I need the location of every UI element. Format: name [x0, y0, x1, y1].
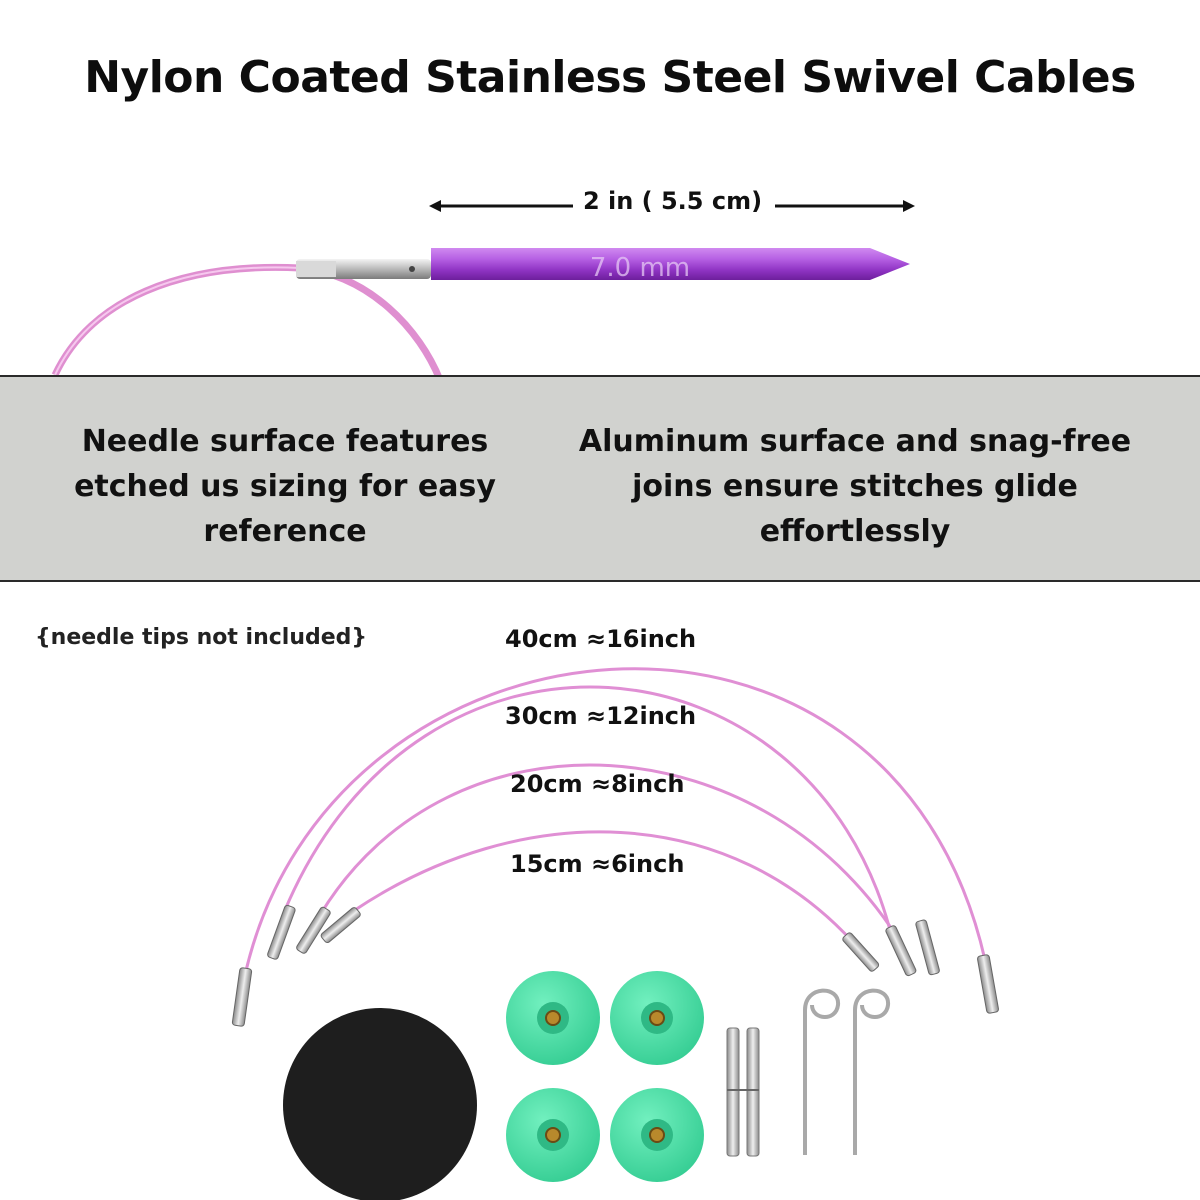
needle-tip-illustration: 7.0 mm	[51, 248, 910, 380]
connector-icon	[726, 1027, 760, 1157]
cable-end-connectors	[231, 904, 999, 1027]
double-arrow-icon	[429, 200, 915, 212]
feature-etched-sizing: Needle surface features etched us sizing…	[74, 424, 496, 549]
cable-label-15cm: 15cm ≈6inch	[510, 850, 685, 878]
cable-label-30cm: 30cm ≈12inch	[505, 702, 697, 730]
grip-pad-icon	[283, 1008, 477, 1200]
needle-size-etch: 7.0 mm	[590, 253, 690, 283]
tips-not-included-note: {needle tips not included}	[35, 625, 368, 650]
cable-30cm	[283, 685, 892, 931]
cable-label-40cm: 40cm ≈16inch	[505, 625, 697, 653]
cable-40cm	[243, 667, 987, 976]
feature-aluminum-surface: Aluminum surface and snag-free joins ens…	[578, 424, 1132, 549]
cable-icon	[51, 263, 444, 380]
cable-20cm	[318, 763, 907, 951]
needle-tip-icon: 7.0 mm	[296, 248, 910, 283]
cable-15cm	[354, 830, 862, 951]
cables-and-accessories	[231, 667, 999, 1200]
cable-key-icon	[803, 988, 890, 1155]
page-title: Nylon Coated Stainless Steel Swivel Cabl…	[84, 52, 1136, 103]
cable-label-20cm: 20cm ≈8inch	[510, 770, 685, 798]
features-band: Needle surface features etched us sizing…	[0, 375, 1200, 582]
end-cap-icon	[506, 971, 704, 1182]
tip-length-measure: 2 in ( 5.5 cm)	[425, 185, 920, 225]
tip-length-label: 2 in ( 5.5 cm)	[582, 187, 763, 215]
